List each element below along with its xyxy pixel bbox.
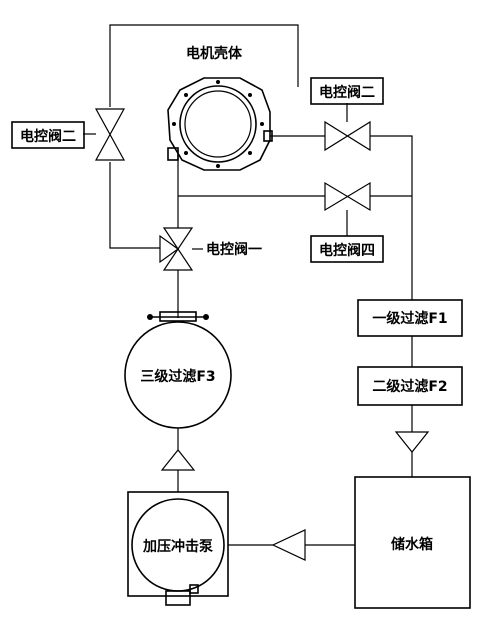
pump-frame bbox=[127, 491, 229, 597]
valve-1[interactable] bbox=[159, 227, 194, 271]
label-valve2-left: 电控阀二 bbox=[11, 121, 85, 149]
label-valve2-left-text: 电控阀二 bbox=[20, 128, 76, 145]
label-valve2-right-text: 电控阀二 bbox=[319, 84, 375, 101]
motor-housing-label: 电机壳体 bbox=[186, 45, 243, 62]
valve-body-left bbox=[159, 234, 180, 264]
valve-2-left[interactable] bbox=[94, 108, 126, 161]
label-valve4-text: 电控阀四 bbox=[319, 242, 375, 259]
motor-ring-outer bbox=[179, 85, 257, 163]
motor-housing: 电机壳体 bbox=[167, 45, 273, 171]
filter-f1: 一级过滤F1 bbox=[357, 299, 463, 337]
filter-f2: 二级过滤F2 bbox=[357, 366, 463, 406]
filter-f3-label: 三级过滤F3 bbox=[140, 368, 215, 385]
filter-f3: 三级过滤F3 bbox=[124, 311, 232, 429]
pipe-left-vertical bbox=[109, 162, 160, 249]
motor-outer-shell bbox=[167, 77, 271, 171]
tank-body bbox=[354, 476, 471, 609]
valve-2-right[interactable] bbox=[324, 120, 371, 152]
label-valve2-right: 电控阀二 bbox=[310, 77, 384, 105]
valve-body bbox=[94, 108, 126, 161]
arrow-left-to-pump bbox=[271, 529, 306, 561]
water-tank: 储水箱 bbox=[354, 476, 471, 609]
label-valve4: 电控阀四 bbox=[310, 235, 384, 263]
motor-ring-inner bbox=[184, 90, 252, 158]
pipes bbox=[109, 24, 413, 546]
pump-label: 加压冲击泵 bbox=[142, 538, 213, 555]
label-valve1-text: 电控阀一 bbox=[206, 241, 262, 258]
pump: 加压冲击泵 bbox=[127, 491, 229, 606]
f3-body bbox=[124, 321, 232, 429]
pipe-top-loop bbox=[109, 24, 299, 107]
arrow-down-to-tank bbox=[394, 431, 430, 453]
valve-body bbox=[324, 120, 371, 152]
filter-f2-label: 二级过滤F2 bbox=[372, 378, 447, 395]
tank-label: 储水箱 bbox=[390, 536, 433, 553]
pipe-right-top bbox=[370, 135, 413, 300]
filter-f1-label: 一级过滤F1 bbox=[372, 310, 447, 327]
arrow-up-to-f3 bbox=[160, 449, 196, 471]
valve-body bbox=[324, 181, 371, 212]
pump-base bbox=[165, 590, 191, 606]
valve-4[interactable] bbox=[324, 181, 371, 212]
